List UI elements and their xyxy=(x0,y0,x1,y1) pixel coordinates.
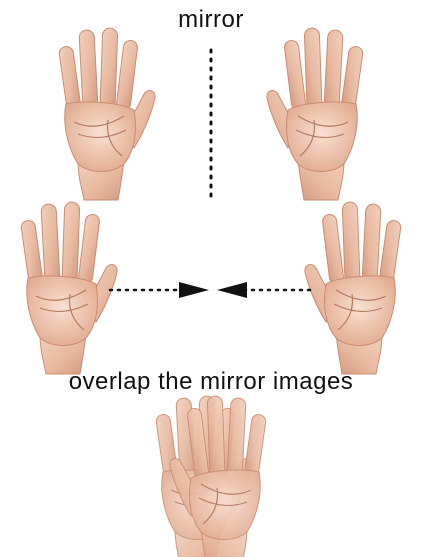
right-hand-middle-illustration xyxy=(305,202,402,374)
overlapped-hands-illustration xyxy=(155,396,266,557)
left-arrow-head-icon xyxy=(179,282,209,298)
left-hand-illustration xyxy=(58,28,155,200)
right-arrow-head-icon xyxy=(217,282,247,298)
left-hand-middle-illustration xyxy=(20,202,117,374)
right-hand-illustration xyxy=(267,28,364,200)
